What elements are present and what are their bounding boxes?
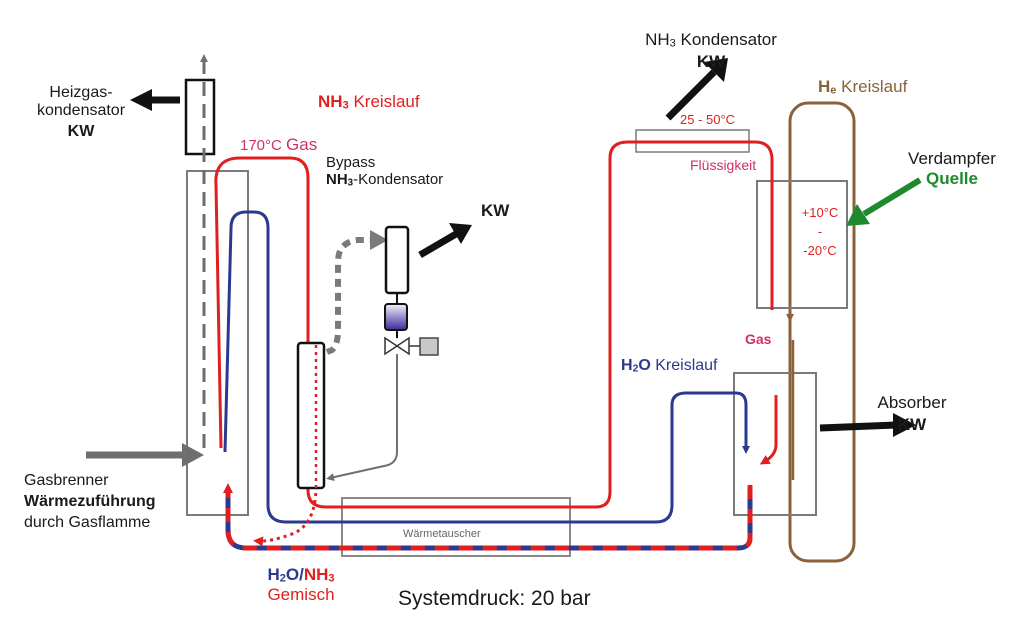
mix-nh-sub: 3 [328,572,335,585]
mix-h: H [267,565,280,584]
mixture-label: H2O/NH3 Gemisch [246,565,356,605]
mix-o: O [285,565,300,584]
mix-h-sub: 2 [279,572,286,585]
mix-slash: / [299,565,304,584]
heat-input-arrow [86,443,204,467]
fluessigkeit-label: Flüssigkeit [690,157,757,173]
h2o-rest: Kreislauf [650,357,718,374]
heizgas-kw-label: KW [67,122,95,140]
heat-exchanger-box [341,497,571,557]
he-rest: Kreislauf [836,77,908,96]
h2o-h: H [621,357,633,374]
systemdruck-label: Systemdruck: 20 bar [398,587,591,610]
nh3-kond-kw: KW [696,52,726,72]
gas-170-label: 170°C Gas [240,135,317,155]
pump-symbol [384,303,408,331]
bypass-return-dotted [253,485,318,547]
absorber-label: Absorber KW [862,393,962,434]
gasbrenner-label: Gasbrenner Wärmezuführung durch Gasflamm… [24,470,156,533]
nh3-kreislauf-label: NH3 Kreislauf [318,92,420,112]
evap-temp-dash: - [817,224,823,239]
kw-arrow-bypass [418,223,472,259]
nh3-generator-riser [214,140,774,509]
gasflamme-word: durch Gasflamme [24,514,151,531]
nh3-prefix: NH [318,92,343,111]
mix-nh: NH [303,565,329,584]
nh3-condenser-label: NH3 Kondensator KW [626,30,796,72]
rectifier-tube [296,341,326,490]
bypass-condenser-tube [384,225,410,295]
valve-actuator [419,337,439,356]
bypass-rest: -Kondensator [353,171,444,189]
gas-170-word: Gas [286,135,318,154]
bypass-arrowhead [370,230,388,250]
nh3-sub: 3 [342,99,349,112]
heizgas-condenser-label: Heizgas- kondensator KW [26,84,136,141]
evap-temp-high: +10°C [801,205,839,220]
absorber-word: Absorber [877,393,947,412]
quelle-arrow [846,177,922,226]
waermetauscher-label: Wärmetauscher [403,528,481,540]
bypass-line1: Bypass [326,154,376,171]
absorber-box [733,372,817,516]
heizgas-condenser-tube [184,78,216,156]
nh3-kreislauf-word: Kreislauf [353,92,420,111]
gemisch-word: Gemisch [267,585,335,605]
bypass-sub: 3 [347,177,354,189]
he-sub: e [830,84,837,97]
bypass-nh: NH [326,171,348,189]
gas-right-label: Gas [745,331,772,347]
gas-170-temp: 170°C [240,137,282,154]
evaporator-box [756,180,848,309]
nh3-liquid-into-absorber [759,395,778,465]
temp-range-label: 25 - 50°C [680,112,736,127]
evaporator-temp-label: +10°C - -20°C [792,203,848,260]
h2o-generator-loop [223,210,750,524]
bypass-vapor-dashed [325,237,376,355]
h2o-kreislauf-label: H2O Kreislauf [621,357,718,376]
kw-arrow-nh3-condenser [665,58,728,121]
he-loop-column [788,101,856,563]
bypass-label: Bypass NH3-Kondensator [326,154,443,189]
he-prefix: H [818,77,831,96]
valve-symbol [384,336,410,356]
he-kreislauf-label: He Kreislauf [818,77,907,97]
quelle-word: Quelle [926,168,978,188]
nh3-kond-rest: Kondensator [675,30,777,49]
gasbrenner-word: Gasbrenner [24,472,109,489]
heizgas-label-line1: Heizgas- [49,84,113,101]
evap-temp-low: -20°C [803,243,837,258]
h2o-sub: 2 [632,363,639,375]
verdampfer-label: Verdampfer Quelle [892,149,1012,188]
absorber-kw: KW [897,414,927,434]
waermezufuehrung-word: Wärmezuführung [24,493,156,510]
bypass-kw-label: KW [481,201,510,220]
kw-arrow-absorber [819,413,916,437]
valve-return-line [326,354,398,482]
mixture-return-red [223,483,753,551]
nh3-kond-prefix: NH [645,30,670,49]
nh3-kond-sub: 3 [669,37,676,50]
heizgas-label-line2: kondensator [36,102,126,120]
kw-arrow-heizgas [130,89,180,111]
verdampfer-word: Verdampfer [908,149,996,168]
h2o-o: O [638,357,651,374]
